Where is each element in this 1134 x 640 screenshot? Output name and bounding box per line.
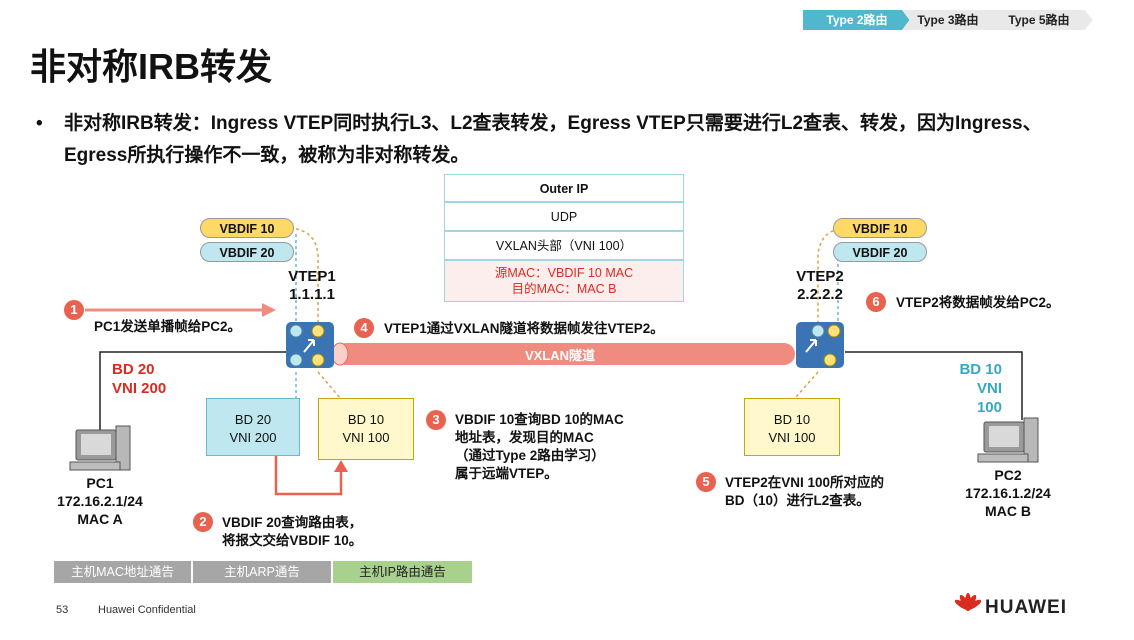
- bd20-box-vni: VNI 200: [229, 430, 277, 445]
- step1-badge: 1: [64, 300, 84, 320]
- step6-badge: 6: [866, 292, 886, 312]
- step3-line4: 属于远端VTEP。: [455, 466, 558, 481]
- bd20-box: BD 20 VNI 200: [206, 398, 300, 456]
- step3-badge: 3: [426, 410, 446, 430]
- vtep2-vbdif20-pill: VBDIF 20: [833, 242, 927, 262]
- step3-line3: （通过Type 2路由学习）: [455, 448, 605, 463]
- vtep2-vbdif10-pill: VBDIF 10: [833, 218, 927, 238]
- right-bd-label: BD 10 VNI 100: [950, 360, 1002, 417]
- description-bullet: • 非对称IRB转发：Ingress VTEP同时执行L3、L2查表转发，Egr…: [36, 108, 1110, 172]
- step2-text: VBDIF 20查询路由表， 将报文交给VBDIF 10。: [222, 514, 362, 550]
- header-vxlan: VXLAN头部（VNI 100）: [444, 231, 684, 260]
- step5-badge: 5: [696, 472, 716, 492]
- step3-line1: VBDIF 10查询BD 10的MAC: [455, 412, 624, 427]
- page-number: 53: [56, 604, 69, 616]
- step5-line1: VTEP2在VNI 100所对应的: [725, 475, 885, 490]
- vtep2-ip: 2.2.2.2: [797, 286, 843, 303]
- step4-badge: 4: [354, 318, 374, 338]
- tunnel-end-left: [331, 342, 349, 366]
- left-bd-label: BD 20 VNI 200: [112, 360, 166, 398]
- step3-text: VBDIF 10查询BD 10的MAC 地址表，发现目的MAC （通过Type …: [455, 411, 624, 483]
- header-udp: UDP: [444, 202, 684, 231]
- pc2-computer-icon: [977, 417, 1039, 463]
- pc1-name: PC1: [86, 475, 114, 491]
- header-mac-dst: 目的MAC：MAC B: [511, 282, 617, 296]
- huawei-brand-text: HUAWEI: [985, 597, 1067, 618]
- vtep1-dash-vbdif10: [289, 227, 319, 322]
- step2-line1: VBDIF 20查询路由表，: [222, 515, 363, 530]
- bd10-right-box-bd: BD 10: [773, 412, 811, 427]
- step6-text: VTEP2将数据帧发给PC2。: [896, 295, 1060, 310]
- legend-arp-advert: 主机ARP通告: [193, 561, 331, 583]
- vtep1-ip: 1.1.1.1: [289, 286, 335, 303]
- confidential-label: Huawei Confidential: [98, 604, 196, 616]
- pc2-name: PC2: [994, 467, 1022, 483]
- vtep1-name: VTEP1: [288, 268, 336, 285]
- description-line-2: Egress所执行操作不一致，被称为非对称转发。: [64, 145, 470, 166]
- pc1-ip: 172.16.2.1/24: [57, 493, 143, 509]
- tunnel-label: VXLAN隧道: [524, 348, 596, 363]
- vxlan-tunnel-bar: [335, 343, 795, 365]
- left-bd: BD 20: [112, 361, 155, 378]
- right-vni: VNI 100: [976, 380, 1002, 416]
- header-mac-src: 源MAC：VBDIF 10 MAC: [494, 266, 634, 280]
- pc2-link: [845, 351, 1023, 420]
- header-outer-ip: Outer IP: [444, 174, 684, 202]
- pc1-mac: MAC A: [77, 511, 123, 527]
- bd20-box-bd: BD 20: [234, 412, 272, 427]
- tab-type3-route[interactable]: Type 3路由: [902, 10, 994, 30]
- vtep1-dash-bd10: [317, 371, 341, 399]
- step2-arrowhead: [334, 460, 348, 472]
- step3-line2: 地址表，发现目的MAC: [455, 430, 594, 445]
- vtep1-switch-icon: [286, 322, 334, 368]
- step5-text: VTEP2在VNI 100所对应的 BD（10）进行L2查表。: [725, 474, 884, 510]
- legend-mac-advert: 主机MAC地址通告: [54, 561, 191, 583]
- page-title: 非对称IRB转发: [30, 46, 272, 87]
- vtep2-switch-icon: [796, 322, 844, 368]
- step2-bracket: [274, 456, 343, 496]
- vtep2-dash-bd10: [794, 371, 819, 399]
- tab-type2-route[interactable]: Type 2路由: [803, 10, 911, 30]
- left-vni: VNI 200: [112, 380, 167, 397]
- pc1-info: PC1 172.16.2.1/24 MAC A: [50, 474, 150, 528]
- huawei-logo-icon: [954, 593, 982, 611]
- vtep1-vbdif20-pill: VBDIF 20: [200, 242, 294, 262]
- pc1-computer-icon: [69, 425, 131, 471]
- bd10-right-box: BD 10 VNI 100: [744, 398, 840, 456]
- tab-type5-route[interactable]: Type 5路由: [985, 10, 1093, 30]
- vtep1-vbdif10-pill: VBDIF 10: [200, 218, 294, 238]
- vtep2-dash-vbdif10: [817, 227, 846, 322]
- step1-text: PC1发送单播帧给PC2。: [94, 319, 242, 334]
- step2-badge: 2: [193, 512, 213, 532]
- pc2-mac: MAC B: [985, 503, 1031, 519]
- bd10-left-box: BD 10 VNI 100: [318, 398, 414, 460]
- bd10-left-box-bd: BD 10: [347, 412, 385, 427]
- pc2-info: PC2 172.16.1.2/24 MAC B: [958, 466, 1058, 520]
- legend-ip-route-advert: 主机IP路由通告: [333, 561, 472, 583]
- header-mac: 源MAC：VBDIF 10 MAC 目的MAC：MAC B: [444, 260, 684, 302]
- vtep2-name: VTEP2: [796, 268, 844, 285]
- right-bd: BD 10: [959, 361, 1002, 378]
- step1-arrowhead: [262, 303, 276, 317]
- step5-line2: BD（10）进行L2查表。: [725, 493, 870, 508]
- vtep1-label: VTEP1 1.1.1.1: [286, 268, 338, 304]
- pc2-ip: 172.16.1.2/24: [965, 485, 1051, 501]
- description-line-1: 非对称IRB转发：Ingress VTEP同时执行L3、L2查表转发，Egres…: [64, 113, 1042, 134]
- bd10-left-box-vni: VNI 100: [342, 430, 390, 445]
- bd10-right-box-vni: VNI 100: [768, 430, 816, 445]
- vtep2-label: VTEP2 2.2.2.2: [794, 268, 846, 304]
- bullet-dot: •: [36, 113, 43, 134]
- step2-line2: 将报文交给VBDIF 10。: [222, 533, 363, 548]
- step4-text: VTEP1通过VXLAN隧道将数据帧发往VTEP2。: [384, 321, 664, 336]
- pc1-link: [99, 351, 290, 430]
